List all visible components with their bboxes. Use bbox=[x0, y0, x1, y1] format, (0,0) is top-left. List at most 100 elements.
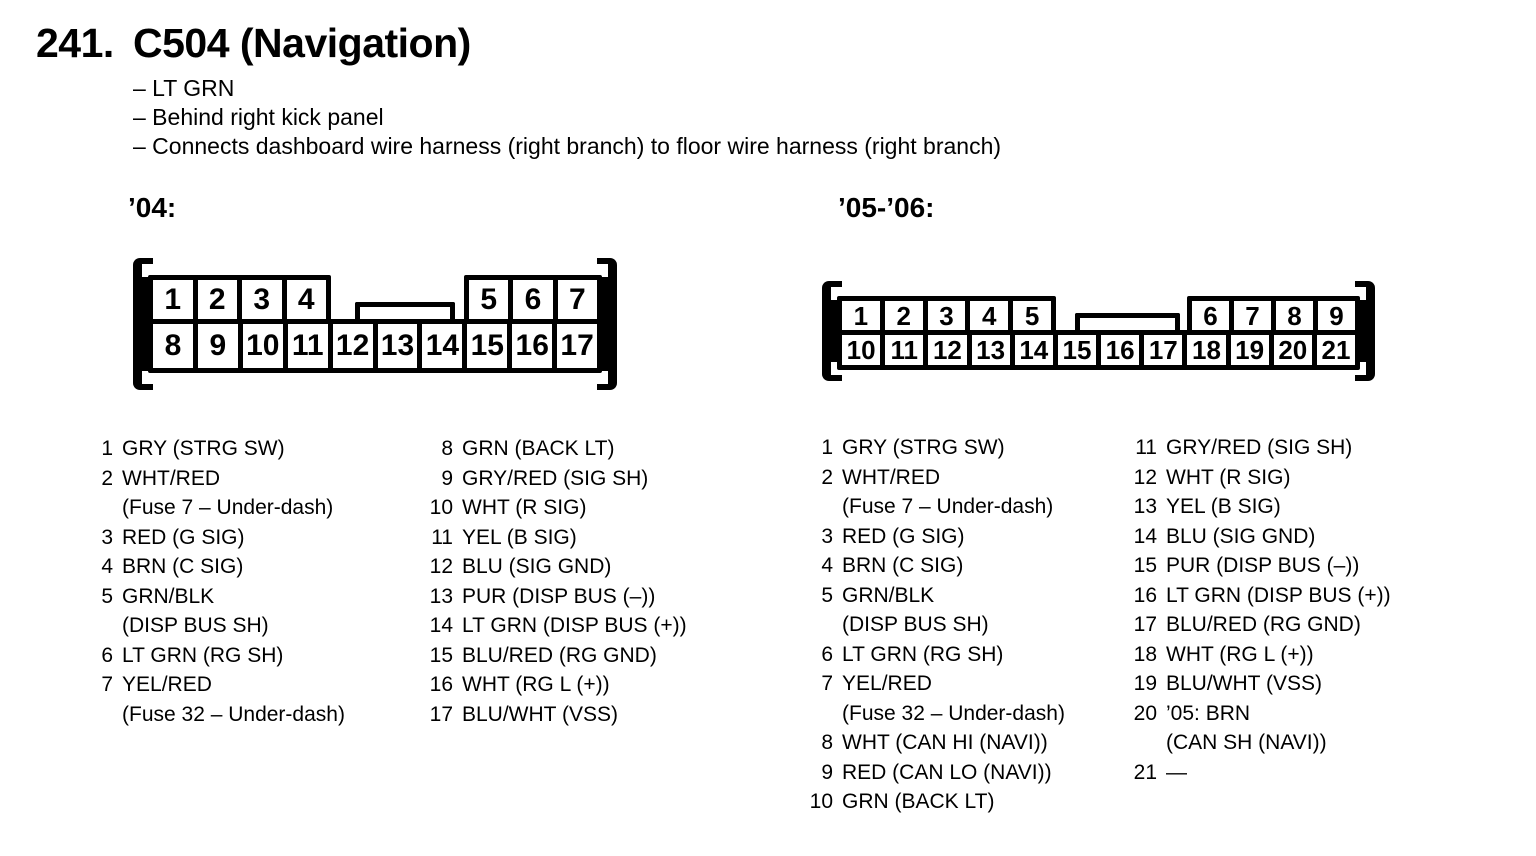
pin-cell-18: 18 bbox=[1182, 330, 1231, 370]
pin-label: LT GRN (DISP BUS (+)) bbox=[462, 614, 687, 637]
pin-cell-4: 4 bbox=[281, 275, 331, 324]
pin-cell-17: 17 bbox=[1139, 330, 1188, 370]
pin-number: 12 bbox=[1133, 465, 1157, 489]
pin-label: (Fuse 32 – Under-dash) bbox=[842, 701, 1065, 725]
pin-number: 11 bbox=[431, 525, 453, 549]
pin-label: LT GRN (RG SH) bbox=[122, 643, 284, 667]
bracket-notch bbox=[831, 362, 842, 375]
pin-number bbox=[800, 492, 833, 522]
pin-label: GRN/BLK bbox=[842, 583, 935, 607]
note-location: – Behind right kick panel bbox=[133, 104, 384, 130]
pin-cell-16: 16 bbox=[507, 319, 558, 373]
pin-entry-continuation: (Fuse 32 – Under-dash) bbox=[80, 700, 345, 730]
pin-number: 8 bbox=[821, 731, 833, 754]
pin-entry-continuation: (CAN SH (NAVI)) bbox=[1124, 728, 1391, 758]
pin-cell-10: 10 bbox=[837, 330, 886, 370]
pin-label: YEL/RED bbox=[842, 672, 932, 695]
pin-cell-9: 9 bbox=[192, 319, 243, 373]
pin-cell-11: 11 bbox=[282, 319, 333, 373]
pin-cell-12: 12 bbox=[327, 319, 378, 373]
pin-number: 2 bbox=[821, 465, 833, 489]
pin-number: 10 bbox=[429, 496, 453, 519]
pin-number: 16 bbox=[429, 673, 453, 696]
pin-label: — bbox=[1166, 760, 1187, 784]
pin-label: GRY (STRG SW) bbox=[122, 437, 285, 460]
pin-entry-continuation: (DISP BUS SH) bbox=[80, 611, 345, 641]
pin-number: 15 bbox=[429, 643, 453, 667]
pin-cell-1: 1 bbox=[837, 296, 885, 335]
pin-number: 14 bbox=[1133, 524, 1157, 548]
pin-number: 6 bbox=[101, 643, 113, 667]
pin-label: BLU/RED (RG GND) bbox=[462, 643, 657, 667]
pin-number bbox=[800, 610, 833, 640]
pin-cell-16: 16 bbox=[1096, 330, 1145, 370]
pin-label: LT GRN (DISP BUS (+)) bbox=[1166, 583, 1391, 607]
pin-number bbox=[80, 611, 113, 641]
pin-cell-8: 8 bbox=[148, 319, 198, 373]
pin-entry: 20’05: BRN bbox=[1124, 699, 1391, 729]
pin-number: 11 bbox=[1135, 436, 1157, 459]
pin-number: 7 bbox=[821, 672, 833, 695]
bracket-notch bbox=[142, 371, 153, 384]
pin-number: 21 bbox=[1133, 760, 1157, 784]
pin-cell-5: 5 bbox=[464, 275, 514, 324]
pin-entry: 19 BLU/WHT (VSS) bbox=[1124, 669, 1391, 699]
pin-label: YEL (B SIG) bbox=[462, 525, 577, 549]
pin-label: PUR (DISP BUS (–)) bbox=[1166, 554, 1360, 577]
pin-label: (DISP BUS SH) bbox=[842, 613, 989, 636]
pin-label: BLU/WHT (VSS) bbox=[1166, 672, 1322, 695]
pin-number: 10 bbox=[809, 790, 833, 813]
pin-number bbox=[1124, 728, 1157, 758]
pin-entry: 11 YEL (B SIG) bbox=[420, 523, 687, 553]
pin-cell-11: 11 bbox=[880, 330, 929, 370]
pin-number: 5 bbox=[101, 584, 113, 608]
pin-number: 1 bbox=[821, 436, 833, 459]
pin-label: PUR (DISP BUS (–)) bbox=[462, 584, 656, 608]
pin-label: BLU (SIG GND) bbox=[1166, 524, 1316, 548]
bracket-notch bbox=[1355, 362, 1366, 375]
pin-label: WHT/RED bbox=[842, 465, 940, 489]
bracket-notch bbox=[597, 371, 608, 384]
pin-number: 9 bbox=[821, 760, 833, 784]
pin-number: 15 bbox=[1133, 554, 1157, 577]
pin-cell-13: 13 bbox=[372, 319, 423, 373]
pin-cell-13: 13 bbox=[966, 330, 1015, 370]
section-number: 241. bbox=[36, 20, 114, 66]
pin-label: WHT/RED bbox=[122, 466, 220, 490]
page-title: 241. C504 (Navigation) bbox=[36, 20, 471, 67]
connector-title: C504 (Navigation) bbox=[133, 20, 471, 66]
pin-cell-21: 21 bbox=[1311, 330, 1361, 370]
pin-entry-continuation: (Fuse 7 – Under-dash) bbox=[80, 493, 345, 523]
pin-cell-2: 2 bbox=[192, 275, 242, 324]
bracket-notch bbox=[142, 264, 153, 277]
pin-number: 1 bbox=[101, 437, 113, 460]
pin-number: 19 bbox=[1133, 672, 1157, 695]
pin-number: 6 bbox=[821, 642, 833, 666]
pin-number: 7 bbox=[101, 673, 113, 696]
pin-label: BLU (SIG GND) bbox=[462, 555, 612, 578]
pin-label: GRY (STRG SW) bbox=[842, 436, 1005, 459]
pin-cell-10: 10 bbox=[237, 319, 288, 373]
